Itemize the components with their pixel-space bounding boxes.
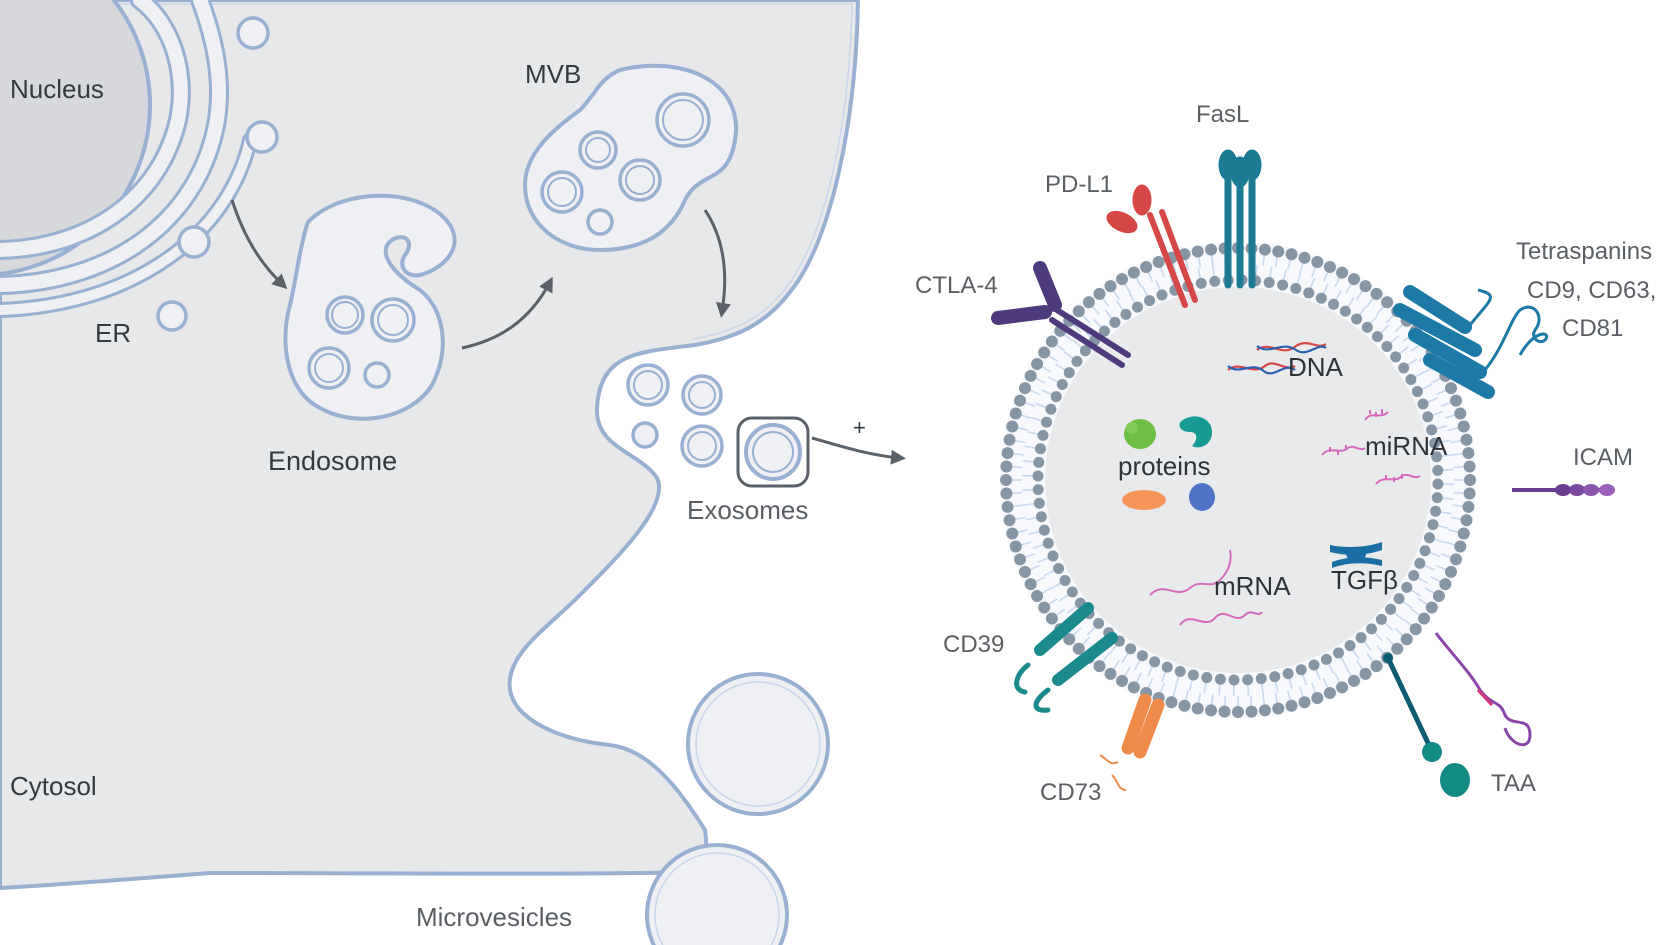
tgfb-cargo — [1330, 542, 1382, 568]
mvb-label: MVB — [525, 59, 581, 89]
lipid-bilayer — [1000, 242, 1476, 718]
arrow-endosome-to-mvb — [461, 276, 553, 350]
ctla4-protein — [991, 261, 1131, 368]
dna-cargo — [1227, 342, 1327, 375]
released-exosome — [736, 416, 810, 488]
taa-label: TAA — [1491, 770, 1536, 797]
proteins-label: proteins — [1118, 451, 1211, 481]
fasl-label: FasL — [1196, 101, 1249, 128]
ctla4-label: CTLA-4 — [915, 272, 998, 299]
cd39-label: CD39 — [943, 631, 1004, 658]
fasl-protein — [1218, 149, 1262, 289]
cytosol-label: Cytosol — [10, 771, 97, 801]
endoplasmic-reticulum — [0, 0, 258, 318]
mrna-cargo — [1149, 549, 1263, 626]
tetraspanin-protein — [1393, 285, 1549, 399]
tetraspanins-label: Tetraspanins — [1516, 238, 1652, 265]
endosome-label: Endosome — [268, 446, 397, 476]
tetraspanins-cd81-label: CD81 — [1562, 315, 1623, 342]
protein-cargo — [1122, 416, 1215, 511]
nucleus-label: Nucleus — [10, 74, 104, 104]
tetraspanins-members-label: CD9, CD63, — [1527, 277, 1656, 304]
multivesicular-body — [522, 63, 739, 253]
endosome — [283, 193, 457, 421]
mirna-label: miRNA — [1365, 431, 1448, 461]
er-label: ER — [95, 318, 131, 348]
mrna-label: mRNA — [1214, 571, 1291, 601]
arrow-mvb-to-membrane — [703, 209, 731, 318]
tgfb-label: TGFβ — [1331, 565, 1398, 595]
pathway-arrows — [230, 199, 906, 465]
icam-protein — [1512, 484, 1615, 496]
mirna-cargo — [1321, 409, 1421, 485]
release-pocket-vesicles — [626, 363, 724, 468]
cd73-protein — [1099, 693, 1165, 791]
taa-protein — [1383, 632, 1532, 797]
cell-membrane-inner-line — [0, 3, 853, 340]
arrow-exosome-release — [811, 436, 906, 465]
arrow-er-to-endosome — [230, 199, 288, 290]
icam-label: ICAM — [1573, 444, 1633, 471]
plus-sign: + — [853, 415, 866, 440]
dna-label: DNA — [1288, 352, 1344, 382]
cd39-protein — [1014, 602, 1118, 713]
microvesicles — [645, 672, 830, 945]
er-vesicles — [156, 16, 279, 332]
pdl1-label: PD-L1 — [1045, 171, 1113, 198]
microvesicles-label: Microvesicles — [416, 902, 572, 932]
exosomes-label: Exosomes — [687, 495, 808, 525]
cd73-label: CD73 — [1040, 779, 1101, 806]
pdl1-protein — [1106, 184, 1198, 308]
